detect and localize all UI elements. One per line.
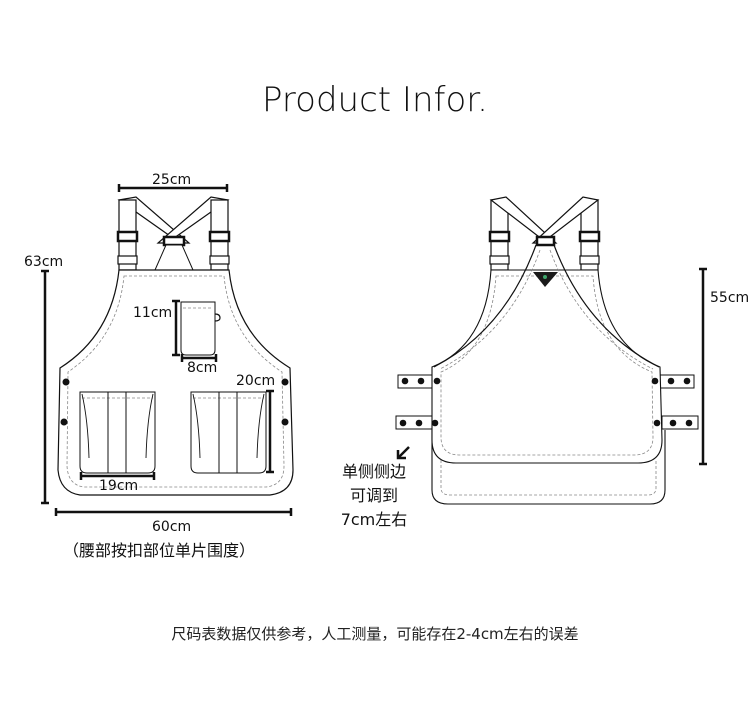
front-dimension-lines	[41, 184, 293, 516]
back-snap-buttons	[399, 377, 693, 427]
front-snap-buttons	[60, 378, 289, 426]
label-total-length: 63cm	[24, 254, 64, 270]
label-chest-pocket-width: 8cm	[187, 360, 218, 376]
side-adjust-note-line: 可调到	[349, 486, 398, 505]
right-lower-tab	[661, 415, 699, 430]
side-adjust-note: 单侧侧边 可调到 7cm左右	[334, 460, 414, 532]
neck-ring-icon	[535, 235, 556, 247]
label-waist-note: （腰部按扣部位单片围度）	[63, 541, 256, 560]
dim-strap-span	[117, 184, 229, 192]
buckle-icon	[579, 255, 600, 265]
label-back-length: 55cm	[710, 290, 750, 306]
snap-button-icon	[281, 418, 289, 426]
label-lower-pocket-height: 20cm	[236, 373, 276, 389]
label-strap-span: 25cm	[152, 172, 192, 188]
dim-chest-pocket-width	[180, 354, 218, 362]
dim-lower-pocket-height	[266, 389, 274, 474]
label-lower-pocket-width: 19cm	[99, 478, 139, 494]
label-waist-width: 60cm	[152, 519, 192, 535]
label-chest-pocket-height: 11cm	[133, 305, 173, 321]
snap-button-icon	[60, 418, 68, 426]
chest-pocket	[180, 301, 221, 356]
side-adjust-tabs	[395, 374, 699, 430]
back-strap-buckles	[488, 230, 601, 265]
side-adjust-note-line: 单侧侧边	[341, 462, 406, 481]
size-disclaimer: 尺码表数据仅供参考，人工测量，可能存在2-4cm左右的误差	[171, 625, 579, 643]
front-apron-stitch	[66, 275, 285, 488]
dim-lower-pocket-width	[79, 472, 156, 480]
pen-loop-icon	[214, 313, 221, 322]
buckle-icon	[578, 230, 601, 243]
snap-button-icon	[62, 378, 70, 386]
page-title: Product Infor.	[262, 80, 488, 120]
side-adjust-note-line: 7cm左右	[340, 510, 408, 529]
buckle-icon	[209, 255, 230, 265]
dim-chest-pocket-height	[172, 299, 180, 357]
front-strap-buckles	[116, 230, 231, 265]
brand-logo-icon	[533, 272, 558, 287]
back-apron-body	[431, 269, 663, 464]
buckle-icon	[116, 230, 139, 243]
lower-right-pocket	[190, 391, 267, 474]
arrow-down-left-icon	[396, 446, 410, 460]
buckle-icon	[117, 255, 138, 265]
buckle-icon	[208, 230, 231, 243]
dim-total-length	[41, 269, 49, 505]
buckle-icon	[489, 255, 510, 265]
snap-button-icon	[281, 378, 289, 386]
lower-left-pocket	[79, 391, 156, 474]
dim-waist-width	[54, 508, 293, 516]
buckle-icon	[488, 230, 511, 243]
dim-back-length	[699, 267, 707, 466]
